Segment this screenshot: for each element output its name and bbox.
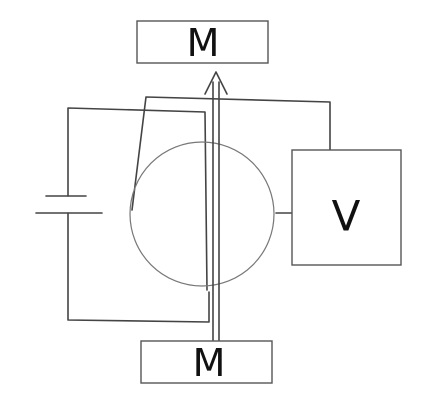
central-circle — [129, 141, 275, 287]
voltmeter-label: V — [332, 192, 361, 241]
circuit-wire-left-bottom — [67, 212, 210, 323]
top-label-box: M — [136, 20, 269, 65]
top-label-text: M — [187, 21, 220, 65]
circuit-wire-left-top — [67, 107, 208, 291]
arrow-head-icon — [204, 71, 228, 95]
top-label-frame — [136, 20, 269, 64]
voltmeter-box: V — [291, 149, 402, 266]
voltmeter-wire-top — [131, 96, 331, 211]
bottom-label-frame — [140, 340, 273, 384]
battery-cell — [35, 195, 103, 214]
bottom-label-box: M — [140, 340, 273, 385]
bottom-label-text: M — [193, 341, 226, 385]
voltmeter-frame — [291, 149, 402, 266]
